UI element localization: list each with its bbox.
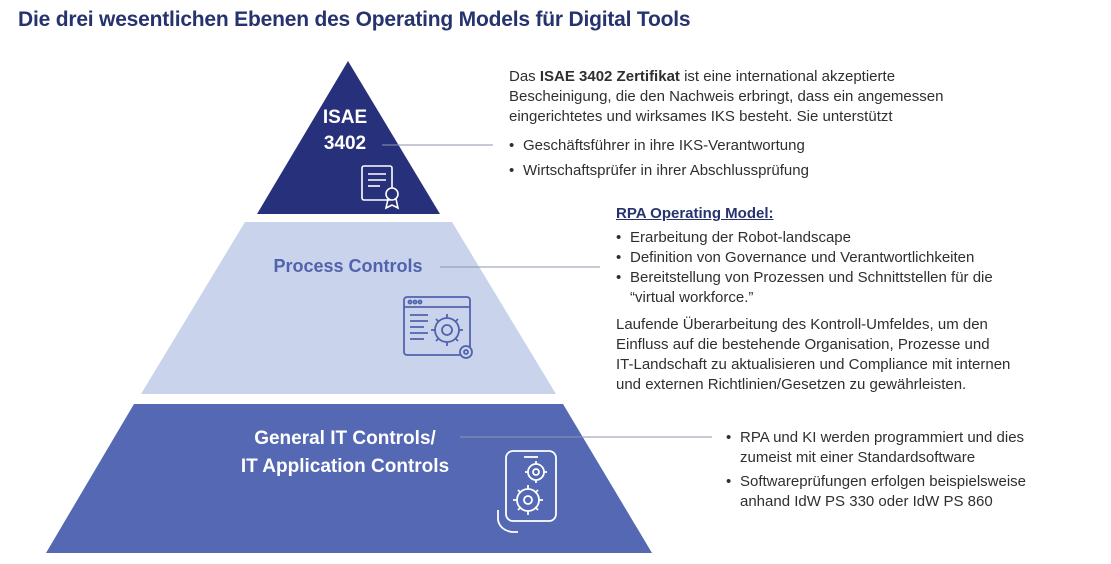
rpa-bullet-1: Erarbeitung der Robot-landscape	[616, 228, 851, 248]
general-bullet-1: RPA und KI werden programmiert und dies	[726, 428, 1024, 448]
certificate-icon	[361, 165, 400, 210]
pyramid-middle-tier	[141, 222, 556, 394]
bottom-label-line1: General IT Controls/	[254, 428, 436, 449]
pyramid-top-label: ISAE 3402	[300, 105, 390, 157]
mobile-gears-icon	[497, 450, 557, 533]
isae-intro-rest: ist eine international akzeptierte	[679, 68, 896, 85]
general-bullet-2: Softwareprüfungen erfolgen beispielsweis…	[726, 472, 1026, 492]
isae-intro-line2: Bescheinigung, die den Nachweis erbringt…	[509, 88, 944, 105]
pyramid-bottom-tier	[46, 404, 652, 553]
isae-intro-prefix: Das	[509, 68, 540, 85]
rpa-heading: RPA Operating Model:	[616, 205, 774, 222]
pyramid-bottom-label: General IT Controls/ IT Application Cont…	[215, 425, 475, 481]
rpa-paragraph-line2: Einfluss auf die bestehende Organisation…	[616, 336, 990, 353]
general-bullet-2-cont: anhand IdW PS 330 oder IdW PS 860	[740, 493, 993, 510]
page-title: Die drei wesentlichen Ebenen des Operati…	[18, 8, 691, 31]
rpa-bullet-2: Definition von Governance und Verantwort…	[616, 248, 974, 268]
top-label-line1: ISAE	[322, 107, 368, 128]
isae-intro-line3: eingerichtetes und wirksames IKS besteht…	[509, 108, 893, 125]
rpa-paragraph-line3: IT-Landschaft zu aktualisieren und Compl…	[616, 356, 1011, 373]
isae-bullet-1: Geschäftsführer in ihre IKS-Verantwortun…	[509, 136, 805, 156]
rpa-bullet-3-cont: “virtual workforce.”	[630, 289, 754, 306]
general-bullet-1-cont: zumeist mit einer Standardsoftware	[740, 449, 976, 466]
isae-intro-line1: Das ISAE 3402 Zertifikat ist eine intern…	[509, 67, 895, 87]
rpa-paragraph-line1: Laufende Überarbeitung des Kontroll-Umfe…	[616, 316, 988, 333]
browser-settings-icon	[403, 296, 473, 359]
rpa-bullet-3: Bereitstellung von Prozessen und Schnitt…	[616, 268, 993, 288]
isae-bullet-2: Wirtschaftsprüfer in ihrer Abschlussprüf…	[509, 161, 809, 181]
bottom-label-line2: IT Application Controls	[240, 456, 450, 477]
pyramid-middle-label: Process Controls	[273, 256, 423, 276]
rpa-paragraph-line4: und externen Richtlinien/Gesetzen zu gew…	[616, 376, 967, 393]
top-label-line2: 3402	[323, 133, 367, 154]
pyramid-top-tier	[257, 61, 440, 214]
isae-intro-bold: ISAE 3402 Zertifikat	[539, 68, 680, 85]
